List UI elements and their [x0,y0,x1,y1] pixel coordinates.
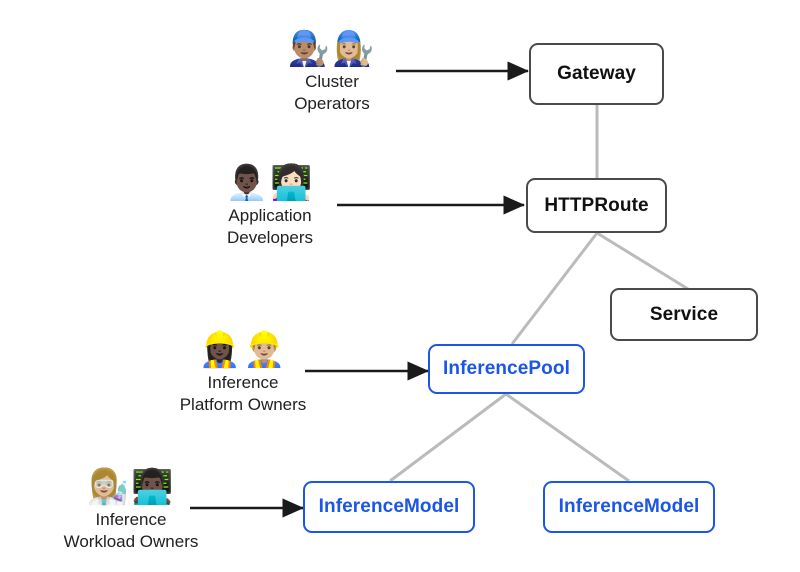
node-inferencepool-label: InferencePool [443,358,570,379]
persona-inference-workload-owners: 👩🏼‍🔬👨🏿‍💻 Inference Workload Owners [48,467,214,553]
inference-platform-owners-label: Inference Platform Owners [179,373,307,414]
edge-inferencepool-inferencemodel-left [389,392,507,483]
inference-workload-owners-label: Inference Workload Owners [63,510,199,551]
node-inferencemodel-right-label: InferenceModel [558,496,700,517]
edge-inferencepool-inferencemodel-right [505,392,630,483]
persona-application-developers: 👨🏿‍💼👩🏻‍💻 Application Developers [196,163,344,249]
application-developers-emoji: 👨🏿‍💼👩🏻‍💻 [225,164,315,202]
application-developers-label: Application Developers [227,206,313,247]
node-inferencemodel-left[interactable]: InferenceModel [303,481,475,533]
edge-httproute-service [596,231,689,291]
cluster-operators-label: Cluster Operators [294,72,370,113]
node-gateway-label: Gateway [557,63,636,84]
node-service[interactable]: Service [610,288,758,341]
cluster-operators-emoji: 👨🏽‍🔧👩🏼‍🔧 [287,30,377,68]
node-httproute[interactable]: HTTPRoute [526,178,667,233]
inference-workload-owners-emoji: 👩🏼‍🔬👨🏿‍💻 [86,468,176,506]
persona-cluster-operators: 👨🏽‍🔧👩🏼‍🔧 Cluster Operators [258,29,406,115]
node-gateway[interactable]: Gateway [529,43,664,105]
node-inferencemodel-right[interactable]: InferenceModel [543,481,715,533]
node-inferencemodel-left-label: InferenceModel [318,496,460,517]
node-inferencepool[interactable]: InferencePool [428,344,585,394]
edge-httproute-inferencepool [510,232,599,345]
persona-inference-platform-owners: 👷🏿‍♀️👷🏼‍♂️ Inference Platform Owners [163,330,323,416]
inference-platform-owners-emoji: 👷🏿‍♀️👷🏼‍♂️ [198,331,288,369]
node-service-label: Service [649,303,719,325]
node-httproute-label: HTTPRoute [544,194,649,216]
